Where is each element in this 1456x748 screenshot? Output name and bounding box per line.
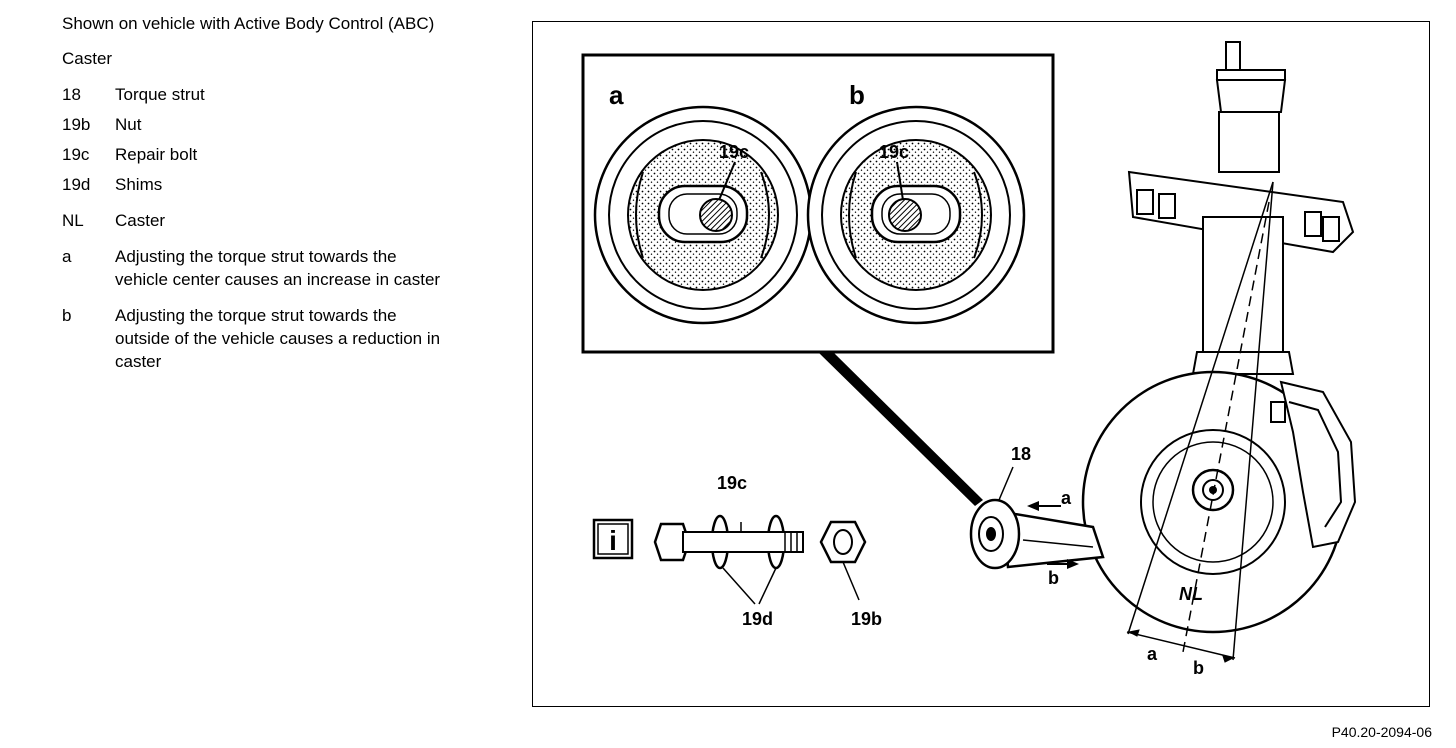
legend-item: 18 Torque strut <box>62 83 482 106</box>
label-19d: 19d <box>742 609 773 629</box>
legend-code: 18 <box>62 85 81 104</box>
legend-text: Shims <box>115 175 163 194</box>
arrow-b <box>1047 559 1079 569</box>
legend-code: 19d <box>62 175 91 194</box>
legend-text: Adjusting the torque strut towards the v… <box>115 247 441 289</box>
info-icon: i <box>592 518 634 560</box>
legend-text: Torque strut <box>115 85 205 104</box>
legend-text: Caster <box>115 211 166 230</box>
label-19c: 19c <box>717 473 747 493</box>
label-NL: NL <box>1179 584 1203 604</box>
repair-bolt <box>653 514 804 570</box>
wheel-hub <box>1081 370 1345 634</box>
legend-code: 19b <box>62 115 91 134</box>
legend-item: 19c Repair bolt <box>62 143 482 166</box>
caster-adjustment-figure: a b 19c 19c <box>532 21 1430 707</box>
caster-lines <box>1126 181 1274 663</box>
bushing-a <box>593 105 813 325</box>
label-19b: 19b <box>851 609 882 629</box>
brake-caliper <box>1270 380 1357 549</box>
figure-reference: P40.20-2094-06 <box>1331 724 1432 740</box>
legend: Shown on vehicle with Active Body Contro… <box>62 12 482 373</box>
torque-strut <box>969 498 1105 570</box>
inset-label-b: b <box>849 80 865 110</box>
arrow-a <box>1027 501 1061 511</box>
legend-code: 19c <box>62 145 90 164</box>
legend-text: Adjusting the torque strut towards the o… <box>115 306 441 371</box>
legend-item: b Adjusting the torque strut towards the… <box>62 304 482 373</box>
legend-item: 19d Shims <box>62 173 482 196</box>
arrow-label-b: b <box>1048 568 1059 588</box>
legend-code: a <box>62 247 72 266</box>
legend-subheading: Caster <box>62 49 113 68</box>
label-18: 18 <box>1011 444 1031 464</box>
arrow-label-a: a <box>1061 488 1072 508</box>
diagram-drawing: a b 19c 19c <box>581 41 1357 678</box>
svg-text:i: i <box>609 525 617 556</box>
inset-pointer <box>818 352 983 506</box>
legend-text: Repair bolt <box>115 145 198 164</box>
inset-label-a: a <box>609 80 624 110</box>
bushing-b <box>806 105 1026 325</box>
legend-item: 19b Nut <box>62 113 482 136</box>
bolt-label-a: 19c <box>719 142 749 162</box>
label-18-leader <box>998 466 1014 501</box>
legend-heading: Shown on vehicle with Active Body Contro… <box>62 14 435 33</box>
legend-item: NL Caster <box>62 209 482 232</box>
legend-item: a Adjusting the torque strut towards the… <box>62 245 482 291</box>
shim-leader-1 <box>722 567 756 605</box>
legend-code: NL <box>62 211 84 230</box>
nut <box>819 520 867 601</box>
legend-text: Nut <box>115 115 142 134</box>
shim-leader-2 <box>758 567 777 605</box>
legend-code: b <box>62 306 72 325</box>
strut-assembly <box>1127 41 1355 375</box>
dim-label-a: a <box>1147 644 1158 664</box>
bolt-label-b: 19c <box>879 142 909 162</box>
dim-label-b: b <box>1193 658 1204 678</box>
